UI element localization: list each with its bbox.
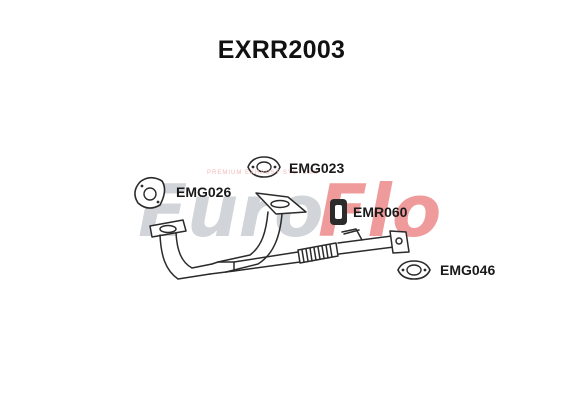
part-number-title: EXRR2003	[217, 36, 346, 64]
part-label-emg026: EMG026	[176, 184, 232, 200]
gasket-emg023-icon	[247, 156, 281, 178]
part-label-emg046: EMG046	[440, 262, 496, 278]
part-label-emr060: EMR060	[353, 204, 408, 220]
part-label-emg023: EMG023	[289, 160, 345, 176]
watermark-tagline: PREMIUM EXHAUST SYSTEMS	[207, 170, 319, 176]
rubber-mount-emr060-icon	[330, 199, 347, 225]
gasket-emg026-icon	[134, 176, 166, 209]
front-pipe-drawing	[149, 192, 410, 280]
gasket-emg046-icon	[397, 260, 431, 280]
